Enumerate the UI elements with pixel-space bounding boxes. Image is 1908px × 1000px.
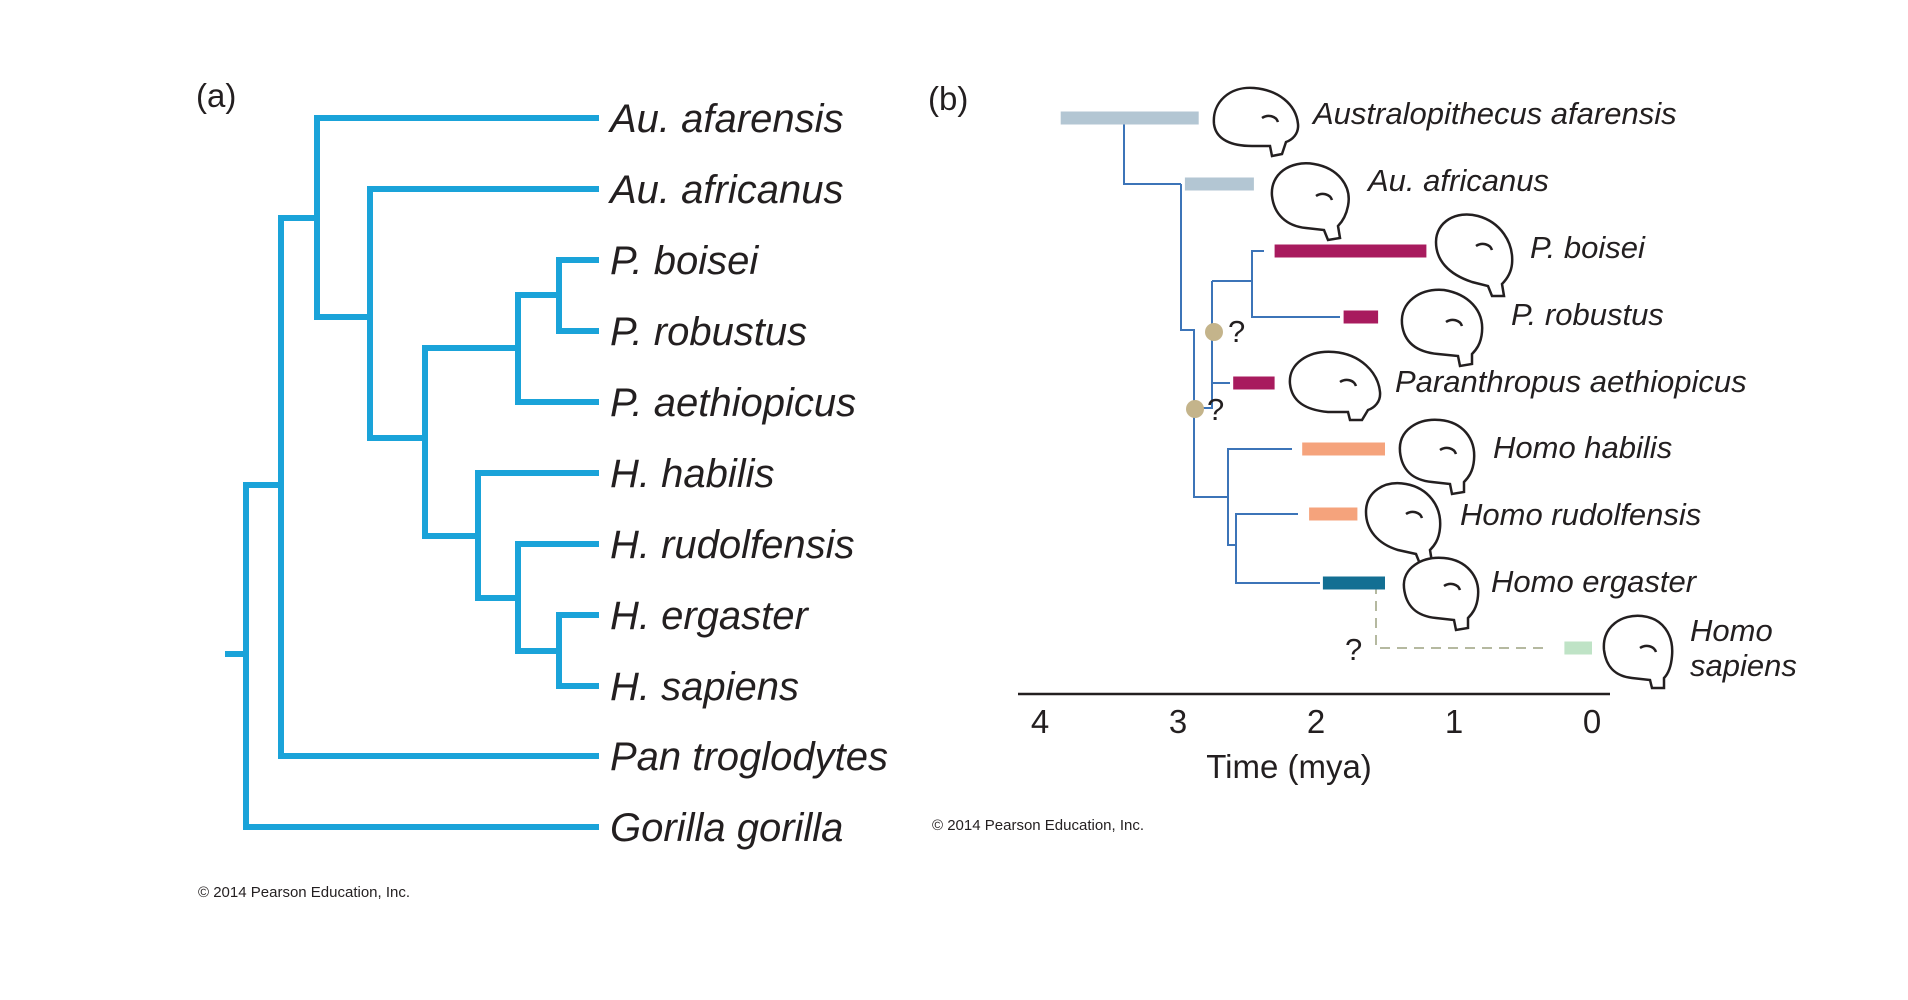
- range-bar: [1309, 507, 1358, 521]
- taxon-label: Homo ergaster: [1491, 564, 1698, 599]
- skull-icon: [1400, 288, 1484, 368]
- cladogram-branches: [225, 115, 599, 830]
- time-axis-tick-label: 4: [1031, 703, 1049, 740]
- panel-a-label: (a): [196, 77, 236, 114]
- taxon-label: Homo: [1690, 613, 1773, 648]
- time-axis-tick-label: 3: [1169, 703, 1187, 740]
- range-bar: [1302, 442, 1385, 456]
- question-mark: ?: [1228, 314, 1245, 349]
- taxon-label: P. boisei: [1530, 230, 1646, 265]
- branch-africanus-base: [1180, 184, 1228, 498]
- timetree-labels: Australopithecus afarensis Au. africanus…: [1311, 96, 1797, 683]
- cladogram-tip-labels: Au. afarensis Au. africanus P. boisei P.…: [608, 97, 888, 850]
- skull-icon: [1602, 614, 1674, 690]
- range-bar: [1274, 244, 1427, 258]
- skull-icon: [1270, 162, 1350, 242]
- branch-rudolfensis: [1235, 513, 1298, 545]
- tip-label: Gorilla gorilla: [610, 806, 843, 850]
- tip-label: H. rudolfensis: [610, 523, 855, 567]
- branch-afarensis-africanus: [1123, 118, 1181, 185]
- time-axis-tick-label: 1: [1445, 703, 1463, 740]
- panel-b-label: (b): [928, 80, 968, 117]
- tip-label: H. habilis: [610, 452, 775, 496]
- tip-label: H. sapiens: [610, 665, 799, 709]
- taxon-label: Australopithecus afarensis: [1311, 96, 1677, 131]
- timetree-branches: [1123, 118, 1340, 584]
- time-axis-title: Time (mya): [1206, 748, 1372, 785]
- skull-icon: [1288, 350, 1382, 422]
- copyright-b: © 2014 Pearson Education, Inc.: [932, 817, 1144, 834]
- question-mark: ?: [1207, 392, 1224, 427]
- range-bar: [1322, 576, 1385, 590]
- skull-icon: [1364, 481, 1442, 566]
- tip-label: Au. africanus: [608, 168, 843, 212]
- time-axis-tick-label: 2: [1307, 703, 1325, 740]
- time-axis-tick-label: 0: [1583, 703, 1601, 740]
- uncertain-node: [1205, 323, 1223, 341]
- branch-boisei-robustus: [1212, 250, 1264, 282]
- range-bars: [1060, 111, 1592, 655]
- branch-rudolfensis-ergaster: [1227, 497, 1236, 546]
- branch-robustus: [1251, 281, 1340, 318]
- taxon-label: Au. africanus: [1366, 163, 1549, 198]
- question-mark: ?: [1345, 632, 1362, 667]
- skull-icon: [1212, 86, 1300, 158]
- tip-label: P. robustus: [610, 310, 807, 354]
- tip-label: P. boisei: [610, 239, 759, 283]
- branch-habilis: [1227, 448, 1292, 497]
- taxon-label: sapiens: [1690, 648, 1797, 683]
- taxon-label: Homo habilis: [1493, 430, 1672, 465]
- skull-icons: [1212, 86, 1674, 690]
- uncertain-node: [1186, 400, 1204, 418]
- skull-icon: [1402, 556, 1480, 632]
- taxon-label: P. robustus: [1511, 297, 1664, 332]
- branch-ergaster: [1235, 545, 1320, 584]
- tip-label: P. aethiopicus: [610, 381, 856, 425]
- skull-icon: [1398, 418, 1476, 496]
- tip-label: Au. afarensis: [608, 97, 843, 141]
- time-axis: 4 3 2 1 0 Time (mya): [1018, 692, 1610, 785]
- range-bar: [1060, 111, 1199, 125]
- time-axis-ticks: 4 3 2 1 0: [1031, 703, 1601, 740]
- panel-b: (b) ? ? ?: [928, 80, 1797, 834]
- range-bar: [1343, 310, 1379, 324]
- copyright-a: © 2014 Pearson Education, Inc.: [198, 884, 410, 901]
- tip-label: H. ergaster: [610, 594, 810, 638]
- panel-a: (a): [196, 77, 888, 901]
- taxon-label: Paranthropus aethiopicus: [1395, 364, 1747, 399]
- range-bar: [1233, 376, 1275, 390]
- range-bar: [1564, 641, 1592, 655]
- branch-para-base: [1194, 281, 1213, 409]
- branch-aethiopicus: [1211, 332, 1230, 384]
- branch-sapiens-dashed: [1375, 584, 1548, 649]
- tip-label: Pan troglodytes: [610, 735, 888, 779]
- skull-icon: [1434, 213, 1514, 298]
- range-bar: [1184, 177, 1254, 191]
- taxon-label: Homo rudolfensis: [1460, 497, 1701, 532]
